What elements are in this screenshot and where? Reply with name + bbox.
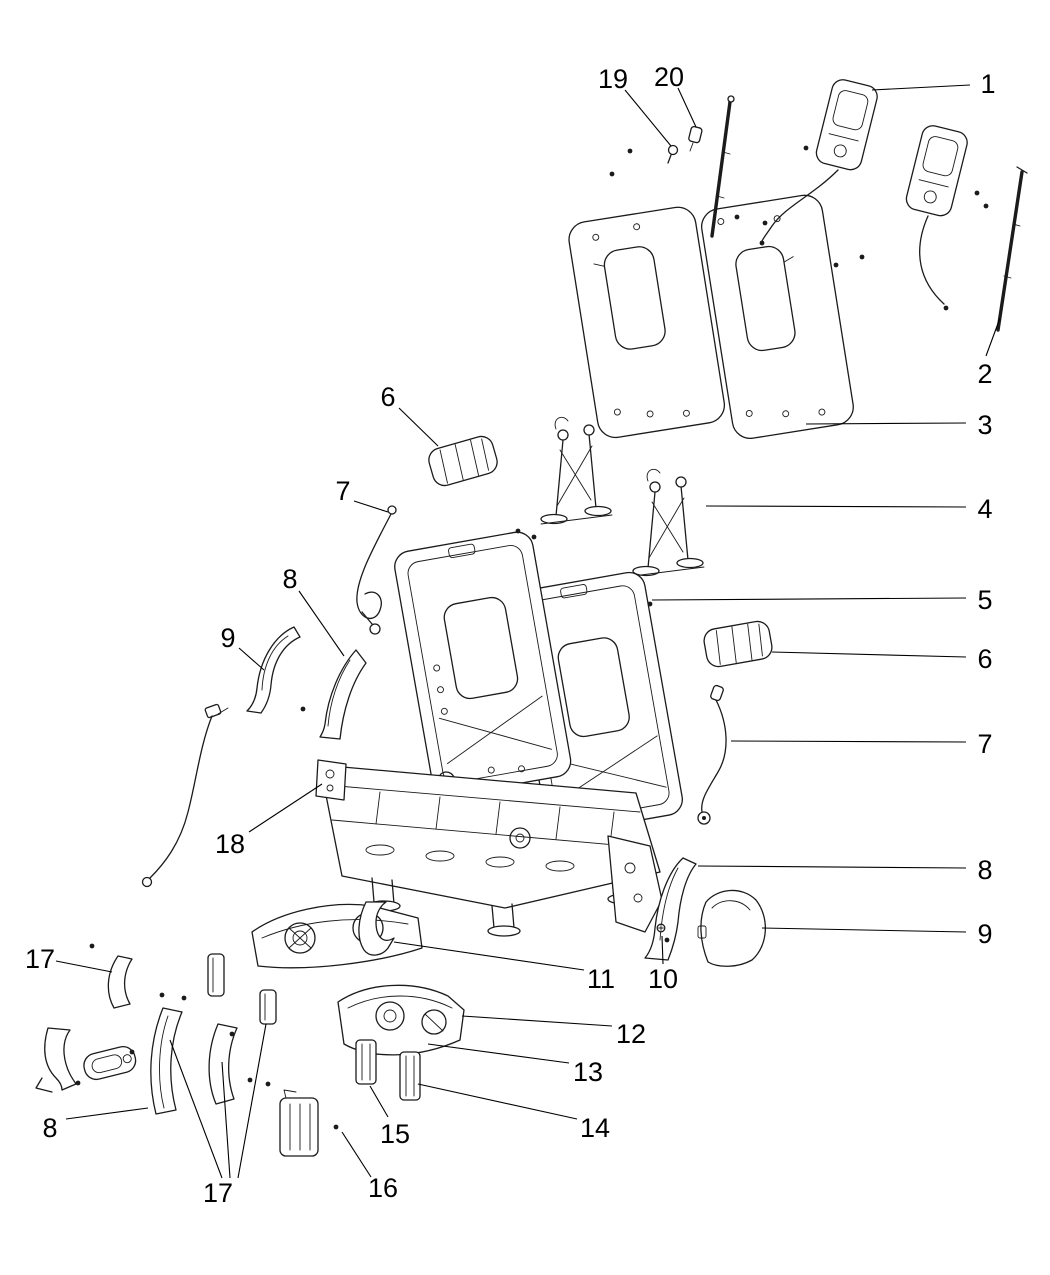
riser-bracket-rear — [632, 468, 705, 577]
latch-assembly-left — [761, 79, 878, 242]
callout-6-right: 6 — [977, 644, 992, 674]
callout-12: 12 — [616, 1019, 646, 1049]
leader-lines — [55, 84, 1001, 1179]
bolster-left — [425, 432, 501, 490]
latch-clamp — [358, 901, 395, 956]
corner-trim-left — [35, 1027, 77, 1093]
screw-10 — [656, 923, 666, 933]
callout-8-left: 8 — [282, 564, 297, 594]
callout-17-top: 17 — [25, 944, 55, 974]
cushion-frame — [315, 759, 661, 937]
small-bracket-right — [259, 989, 277, 1025]
callout-7-right: 7 — [977, 729, 992, 759]
callout-19: 19 — [598, 64, 628, 94]
callout-17-bottom: 17 — [203, 1178, 233, 1208]
callout-3: 3 — [977, 410, 992, 440]
callout-11: 11 — [587, 964, 615, 994]
callout-16: 16 — [368, 1173, 398, 1203]
seatback-frame-left — [394, 531, 572, 797]
pivot-cover-right — [697, 889, 767, 967]
retainer-clip-20 — [688, 125, 703, 152]
support-rod-center — [710, 95, 735, 238]
callout-10: 10 — [648, 964, 678, 994]
callout-9-left: 9 — [220, 623, 235, 653]
callout-2: 2 — [977, 359, 992, 389]
small-bracket-mid — [207, 953, 225, 997]
callout-8-bottom: 8 — [42, 1113, 57, 1143]
callout-1: 1 — [980, 69, 995, 99]
callout-9-right: 9 — [977, 919, 992, 949]
trim-strip-a — [107, 955, 133, 1009]
retainer-clip-19 — [667, 144, 679, 164]
mount-bracket-15 — [355, 1039, 377, 1085]
riser-bracket-front — [540, 416, 613, 525]
wiring-lead-left — [141, 703, 229, 888]
release-cable-left — [356, 505, 397, 635]
bolster-right — [701, 618, 775, 670]
callout-14: 14 — [580, 1113, 610, 1143]
support-rod-right — [996, 166, 1028, 332]
latch-shield-lower — [337, 984, 465, 1056]
trim-strip-b — [150, 1007, 183, 1115]
mount-bracket-14 — [399, 1051, 421, 1101]
callout-7-left: 7 — [335, 476, 350, 506]
release-cable-right — [697, 684, 727, 825]
latch-assembly-right — [905, 125, 968, 305]
callout-6-left: 6 — [380, 382, 395, 412]
latch-shield-upper — [251, 903, 423, 969]
callout-8-right: 8 — [977, 855, 992, 885]
callout-15: 15 — [380, 1119, 410, 1149]
callout-18: 18 — [215, 829, 245, 859]
callout-5: 5 — [977, 585, 992, 615]
callout-20: 20 — [654, 62, 684, 92]
release-handle — [83, 1046, 137, 1081]
pivot-trim-left-outer — [246, 626, 301, 714]
seatback-panels — [568, 194, 854, 440]
callouts: 19 20 1 2 3 4 5 6 7 8 9 6 7 8 9 18 11 10… — [25, 62, 996, 1208]
callout-4: 4 — [977, 494, 992, 524]
callout-13: 13 — [573, 1057, 603, 1087]
slatted-bracket-16 — [279, 1089, 319, 1157]
pivot-trim-left-inner — [319, 649, 367, 740]
side-bracket-right — [607, 835, 663, 933]
